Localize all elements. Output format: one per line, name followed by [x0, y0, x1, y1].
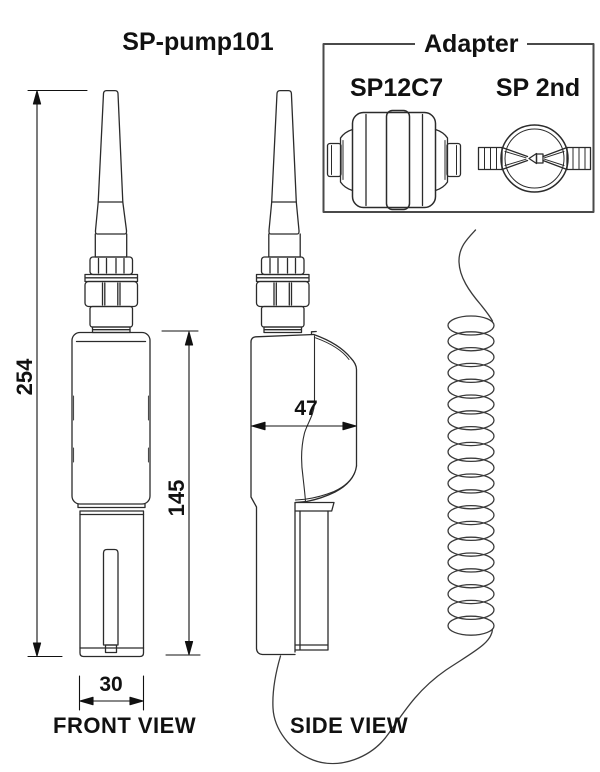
adapter-option-sp2nd-label: SP 2nd: [495, 74, 581, 102]
adapter-panel-title: Adapter: [415, 30, 528, 59]
side-view-drawing: [250, 89, 358, 656]
page-title: SP-pump101: [122, 28, 274, 56]
dimension-254-label: 254: [12, 358, 37, 396]
dimension-47-label: 47: [294, 397, 318, 420]
dimension-145-label: 145: [164, 479, 189, 517]
side-view-caption: SIDE VIEW: [290, 713, 409, 738]
adapter-option-sp12c7-label: SP12C7: [350, 74, 444, 102]
dimension-47: [250, 421, 357, 431]
coiled-cable-drawing: [272, 229, 495, 765]
adapter-sp2nd-drawing: [477, 124, 592, 193]
adapter-sp12c7-drawing: [326, 109, 462, 211]
dimension-30: [78, 675, 145, 711]
front-view-caption: FRONT VIEW: [53, 713, 197, 738]
dimension-145: [161, 330, 201, 656]
dimension-254: [27, 89, 88, 658]
dimension-30-label: 30: [99, 673, 123, 696]
front-view-drawing: [71, 89, 151, 658]
